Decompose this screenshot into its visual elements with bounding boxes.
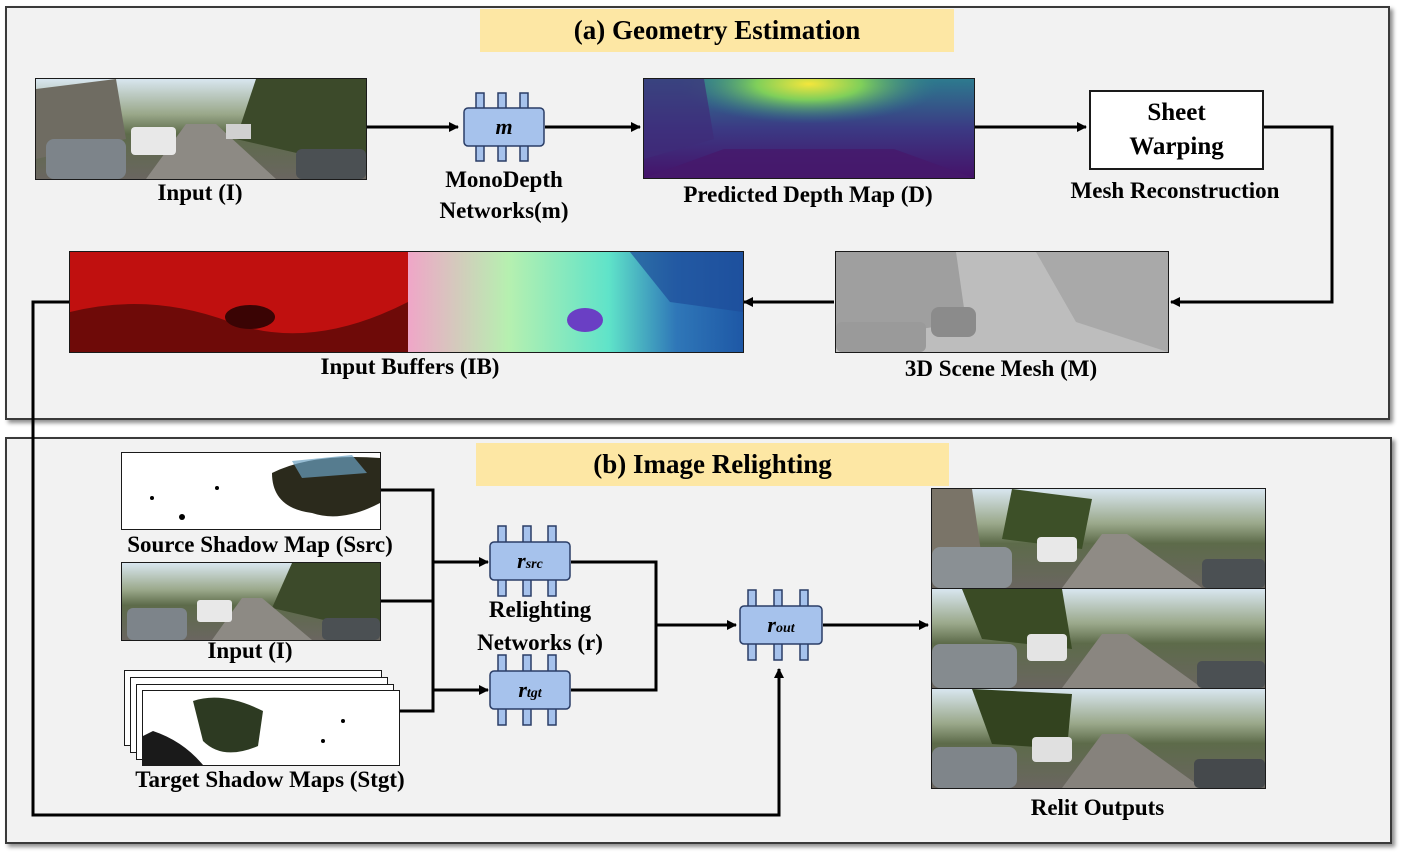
scene-mesh-label: 3D Scene Mesh (M) <box>904 356 1098 381</box>
relit-output-2 <box>931 588 1266 689</box>
source-shadow-map-image <box>121 452 381 530</box>
relit-outputs-label: Relit Outputs <box>1030 795 1165 820</box>
relighting-networks-label-line1: Relighting <box>488 597 592 622</box>
monodepth-network-symbol: m <box>495 114 513 139</box>
predicted-depth-map-image <box>643 78 975 179</box>
relighting-section-title: (b) Image Relighting <box>476 443 949 486</box>
depth-map-label: Predicted Depth Map (D) <box>683 182 933 207</box>
sheet-warping-box: Sheet Warping <box>1089 90 1264 170</box>
relighting-network-tgt-icon <box>489 654 571 726</box>
target-shadow-map-image <box>142 690 400 766</box>
input-label: Input (I) <box>157 180 243 205</box>
r-src-symbol: rsrc <box>517 548 543 573</box>
relight-input-label: Input (I) <box>207 638 293 663</box>
sheet-warping-line2: Warping <box>1129 133 1224 160</box>
relighting-network-out-icon <box>739 589 823 661</box>
relighting-networks-label-line2: Networks (r) <box>477 630 603 655</box>
source-shadow-map-label: Source Shadow Map (Ssrc) <box>127 532 393 557</box>
mesh-reconstruction-label: Mesh Reconstruction <box>1070 178 1280 203</box>
r-out-symbol: rout <box>767 612 795 637</box>
sheet-warping-line1: Sheet <box>1147 99 1206 126</box>
input-street-image <box>35 78 367 180</box>
input-buffers-label: Input Buffers (IB) <box>320 354 500 379</box>
monodepth-network-icon <box>463 92 545 162</box>
relit-output-3 <box>931 688 1266 789</box>
relit-output-1 <box>931 488 1266 589</box>
monodepth-label-line1: MonoDepth <box>445 167 563 192</box>
scene-mesh-image <box>835 251 1169 353</box>
relight-input-image <box>121 562 381 641</box>
input-buffers-image <box>69 251 744 353</box>
geometry-section-title: (a) Geometry Estimation <box>480 9 954 52</box>
monodepth-label-line2: Networks(m) <box>439 198 569 223</box>
relighting-network-src-icon <box>489 525 571 597</box>
r-tgt-symbol: rtgt <box>518 677 542 702</box>
target-shadow-maps-label: Target Shadow Maps (Stgt) <box>135 767 405 792</box>
